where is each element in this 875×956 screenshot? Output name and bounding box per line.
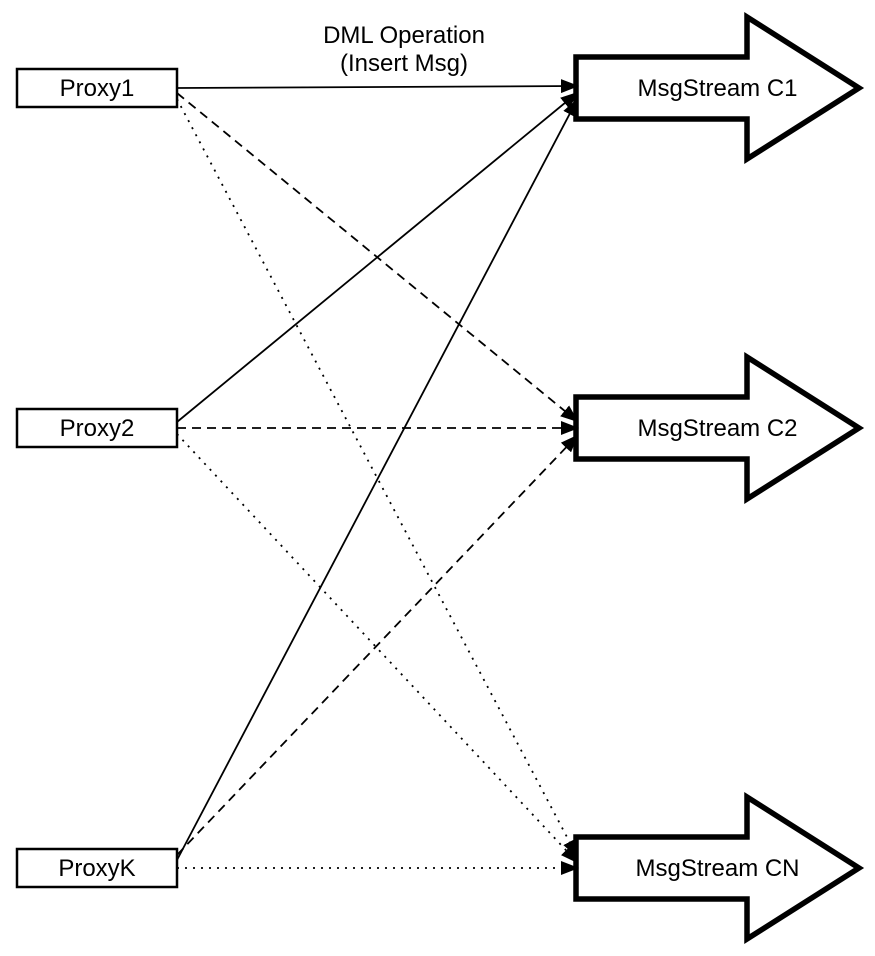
stream-label-cn: MsgStream CN [635, 855, 799, 882]
proxy-label-proxy1: Proxy1 [60, 75, 135, 102]
stream-arrow-c1 [573, 12, 865, 164]
stream-label-c2: MsgStream C2 [637, 415, 797, 442]
stream-arrow-cn [573, 792, 865, 944]
proxy-box-proxyk [15, 847, 179, 889]
edge-proxy2-cn-dotted [176, 433, 579, 864]
edge-proxy1-c1-solid [176, 79, 579, 94]
proxy-box-proxy1 [15, 67, 179, 109]
edge-proxyk-c2-dashed [176, 434, 579, 856]
proxy-label-proxyk: ProxyK [58, 855, 135, 882]
stream-label-c1: MsgStream C1 [637, 75, 797, 102]
diagram-title: DML Operation (Insert Msg) [224, 22, 584, 78]
proxy-box-proxy2 [15, 407, 179, 449]
proxy-label-proxy2: Proxy2 [60, 415, 135, 442]
title-line-1: DML Operation [323, 22, 485, 49]
edge-proxy1-c2-dashed [176, 92, 579, 423]
title-line-2: (Insert Msg) [339, 50, 468, 77]
stream-arrow-c2 [573, 352, 865, 504]
edge-proxy1-cn-dotted [176, 98, 578, 858]
edge-proxyk-c1-solid [176, 98, 578, 861]
